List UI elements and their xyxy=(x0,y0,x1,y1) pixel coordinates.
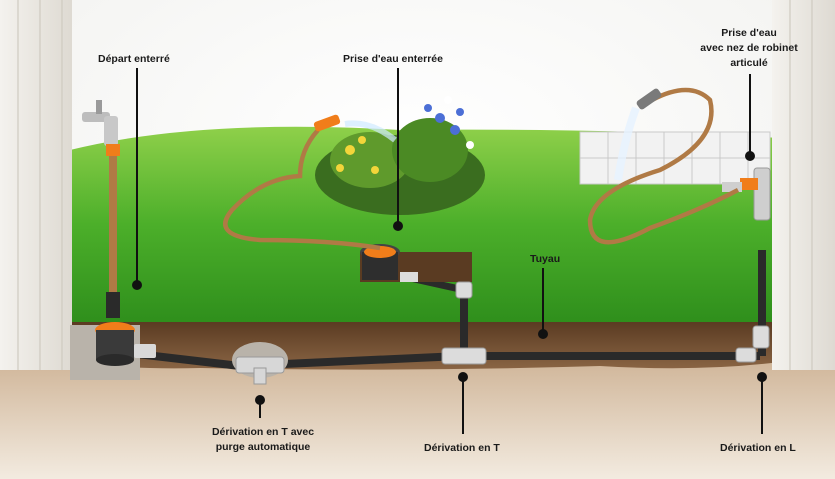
buried-outlet xyxy=(360,244,472,282)
label-depart-enterre: Départ enterré xyxy=(98,52,170,67)
paving-stones xyxy=(579,131,771,185)
garden-hoses xyxy=(223,87,740,251)
label-derivation-t-text: Dérivation en T xyxy=(424,442,500,454)
l-fitting-and-outlet xyxy=(722,167,771,363)
callout-leaders xyxy=(132,68,767,434)
label-prise-nez-line1: Prise d'eau xyxy=(721,27,777,39)
label-derivation-t-purge: Dérivation en T avec purge automatique xyxy=(202,425,324,455)
t-fitting xyxy=(441,281,487,365)
label-derivation-t-purge-line1: Dérivation en T avec xyxy=(211,426,315,438)
t-fitting-with-purge xyxy=(232,342,288,385)
flower-bed xyxy=(315,96,485,215)
label-derivation-t: Dérivation en T xyxy=(424,441,500,456)
label-derivation-l: Dérivation en L xyxy=(720,441,796,456)
label-prise-nez-line2: avec nez de robinet xyxy=(700,42,798,54)
label-depart-text: Départ enterré xyxy=(98,53,170,65)
label-prise-enterree: Prise d'eau enterrée xyxy=(343,52,443,67)
outdoor-faucet xyxy=(82,100,120,318)
right-wall xyxy=(772,0,835,370)
label-derivation-l-text: Dérivation en L xyxy=(720,442,796,454)
left-wall xyxy=(0,0,72,370)
label-tuyau: Tuyau xyxy=(530,252,560,267)
depart-enterre-unit xyxy=(70,322,156,380)
label-tuyau-text: Tuyau xyxy=(530,253,561,265)
label-derivation-t-purge-line2: purge automatique xyxy=(215,441,311,453)
label-prise-nez-robinet: Prise d'eau avec nez de robinet articulé xyxy=(690,26,808,71)
label-prise-nez-line3: articulé xyxy=(730,57,768,69)
label-prise-enterree-text: Prise d'eau enterrée xyxy=(343,53,443,65)
